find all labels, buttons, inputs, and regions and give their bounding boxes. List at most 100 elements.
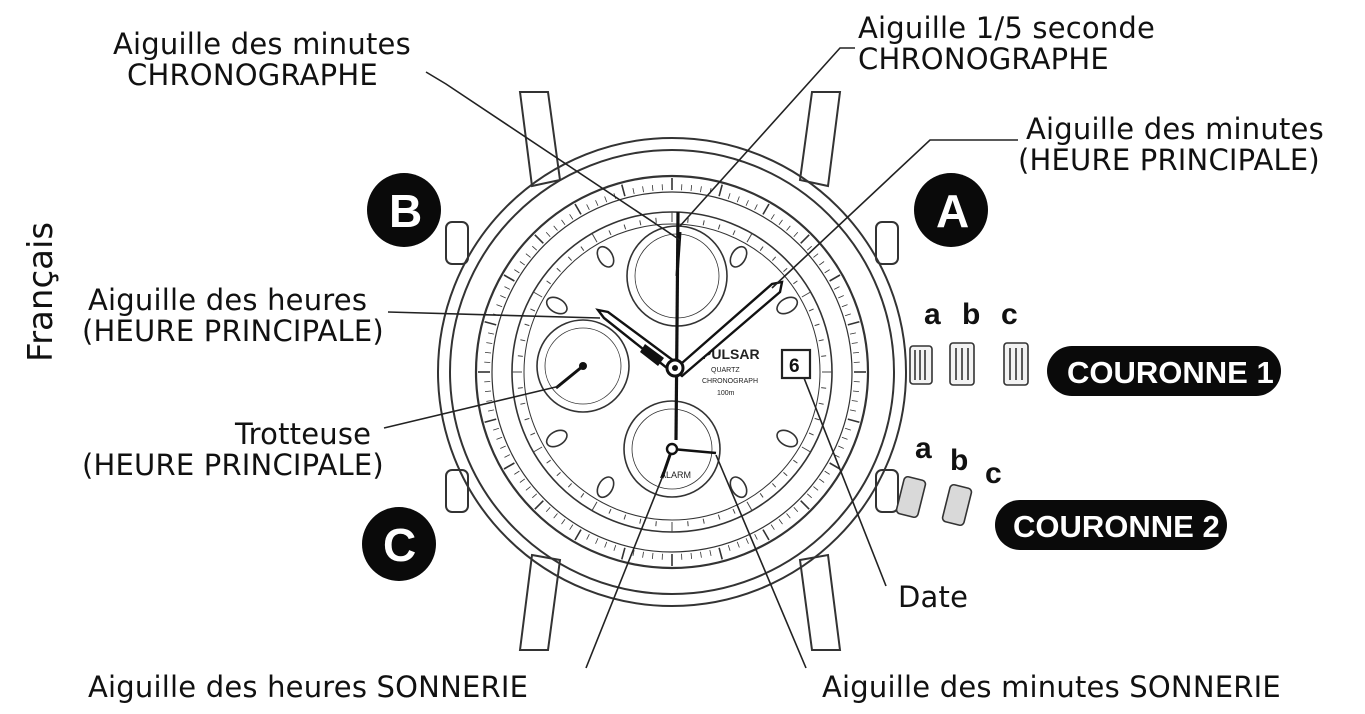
- bezel-tick: [554, 226, 558, 231]
- dial-tick: [592, 502, 597, 511]
- bezel-tick: [605, 196, 607, 202]
- leader-alarm-hour: [586, 478, 662, 668]
- bezel-tick: [535, 501, 543, 509]
- svg-text:B: B: [389, 185, 422, 237]
- leader-date: [804, 378, 886, 586]
- crown1-positions: [910, 343, 1028, 385]
- bezel-tick: [486, 343, 492, 344]
- bezel-tick: [813, 254, 818, 258]
- dial-tick: [581, 247, 584, 251]
- bezel-tick: [746, 538, 748, 543]
- dial-tick: [640, 220, 641, 225]
- dial-tick: [793, 281, 797, 284]
- dial-tick: [809, 433, 814, 435]
- bezel-tick: [845, 314, 851, 316]
- side-pusher-lower-left: [446, 470, 468, 512]
- dial-tick: [733, 230, 735, 235]
- hour-marker: [774, 294, 800, 317]
- bezel-tick: [850, 333, 856, 334]
- hour-marker: [544, 427, 570, 450]
- dial-tick: [581, 493, 584, 497]
- language-tab: Français: [21, 222, 61, 362]
- bezel-tick: [691, 553, 692, 559]
- bezel-tick: [763, 530, 769, 540]
- dial-line3: 100m: [717, 390, 735, 397]
- leader-small-second: [384, 386, 560, 428]
- bezel-tick: [493, 428, 499, 430]
- bezel-tick: [825, 270, 830, 273]
- hour-marker: [594, 474, 617, 500]
- hour-marker: [594, 244, 617, 270]
- bezel-tick: [787, 226, 791, 231]
- label-date: Date: [898, 580, 968, 614]
- crown2-badge: COURONNE 2: [995, 500, 1227, 550]
- dial-tick: [821, 388, 826, 389]
- label-alarm-hour: Aiguille des heures SONNERIE: [88, 670, 528, 704]
- bezel-tick: [787, 513, 791, 518]
- bezel-tick: [587, 204, 590, 209]
- dial-tick: [547, 281, 551, 284]
- bezel-tick: [852, 343, 858, 344]
- leader-alarm-minute: [716, 455, 806, 668]
- dial-tick: [530, 309, 535, 311]
- dial-line2: CHRONOGRAPH: [702, 378, 758, 385]
- crown2-pos-b: [942, 484, 973, 526]
- bezel-tick: [652, 185, 653, 191]
- svg-text:A: A: [936, 185, 969, 237]
- side-pusher-upper-left: [446, 222, 468, 264]
- bezel-tick: [719, 548, 722, 560]
- dial-tick: [547, 460, 551, 463]
- bezel-tick: [561, 519, 565, 524]
- date-window: 6: [782, 350, 810, 378]
- bezel-tick: [496, 305, 502, 307]
- bezel-tick: [643, 552, 644, 558]
- dial-tick: [518, 388, 523, 389]
- label-alarm-minute: Aiguille des minutes SONNERIE: [822, 670, 1281, 704]
- dial-tick: [772, 483, 775, 487]
- bezel-tick: [801, 235, 809, 243]
- bezel-tick: [643, 186, 644, 192]
- dial-tick: [609, 230, 611, 235]
- label-chrono-minute: Aiguille des minutes CHRONOGRAPHE: [113, 27, 411, 92]
- dial-tick: [783, 472, 787, 475]
- bezel-tick: [700, 186, 701, 192]
- bezel-tick: [554, 513, 558, 518]
- bezel-tick: [842, 305, 848, 307]
- svg-text:Aiguille des heures: Aiguille des heures: [88, 283, 367, 317]
- bezel-tick: [755, 204, 758, 209]
- bezel-tick: [771, 214, 774, 219]
- bezel-tick: [570, 214, 573, 219]
- bezel-tick: [737, 196, 739, 202]
- date-value: 6: [789, 356, 800, 377]
- crown2-label-b: b: [950, 444, 968, 477]
- bezel-tick: [652, 553, 653, 559]
- bezel-tick: [763, 204, 769, 214]
- dial-tick: [640, 519, 641, 524]
- bezel-tick: [842, 437, 848, 439]
- bezel-tick: [691, 185, 692, 191]
- dial-tick: [809, 309, 814, 311]
- dial-tick: [557, 472, 561, 475]
- bezel-tick: [838, 296, 843, 298]
- label-chrono-fifth-second: Aiguille 1/5 seconde CHRONOGRAPHE: [858, 11, 1155, 76]
- dial-tick: [819, 340, 824, 341]
- hour-marker: [727, 244, 750, 270]
- dial-tick: [520, 403, 525, 404]
- bezel-tick: [575, 204, 581, 214]
- lug-bottom-left: [520, 555, 560, 650]
- pusher-badge-b: B: [367, 173, 441, 247]
- dial-tick: [733, 509, 735, 514]
- bezel-tick: [794, 507, 798, 511]
- bezel-tick: [605, 542, 607, 548]
- svg-text:(HEURE PRINCIPALE): (HEURE PRINCIPALE): [1018, 143, 1320, 177]
- lug-bottom-right: [800, 555, 840, 650]
- bezel-tick: [546, 232, 550, 236]
- leader-chrono-minute: [426, 72, 680, 240]
- lug-top-right: [800, 92, 840, 186]
- dial-tick: [656, 521, 657, 526]
- bezel-tick: [779, 220, 783, 225]
- dial-tick: [533, 292, 542, 297]
- bezel-tick: [737, 542, 739, 548]
